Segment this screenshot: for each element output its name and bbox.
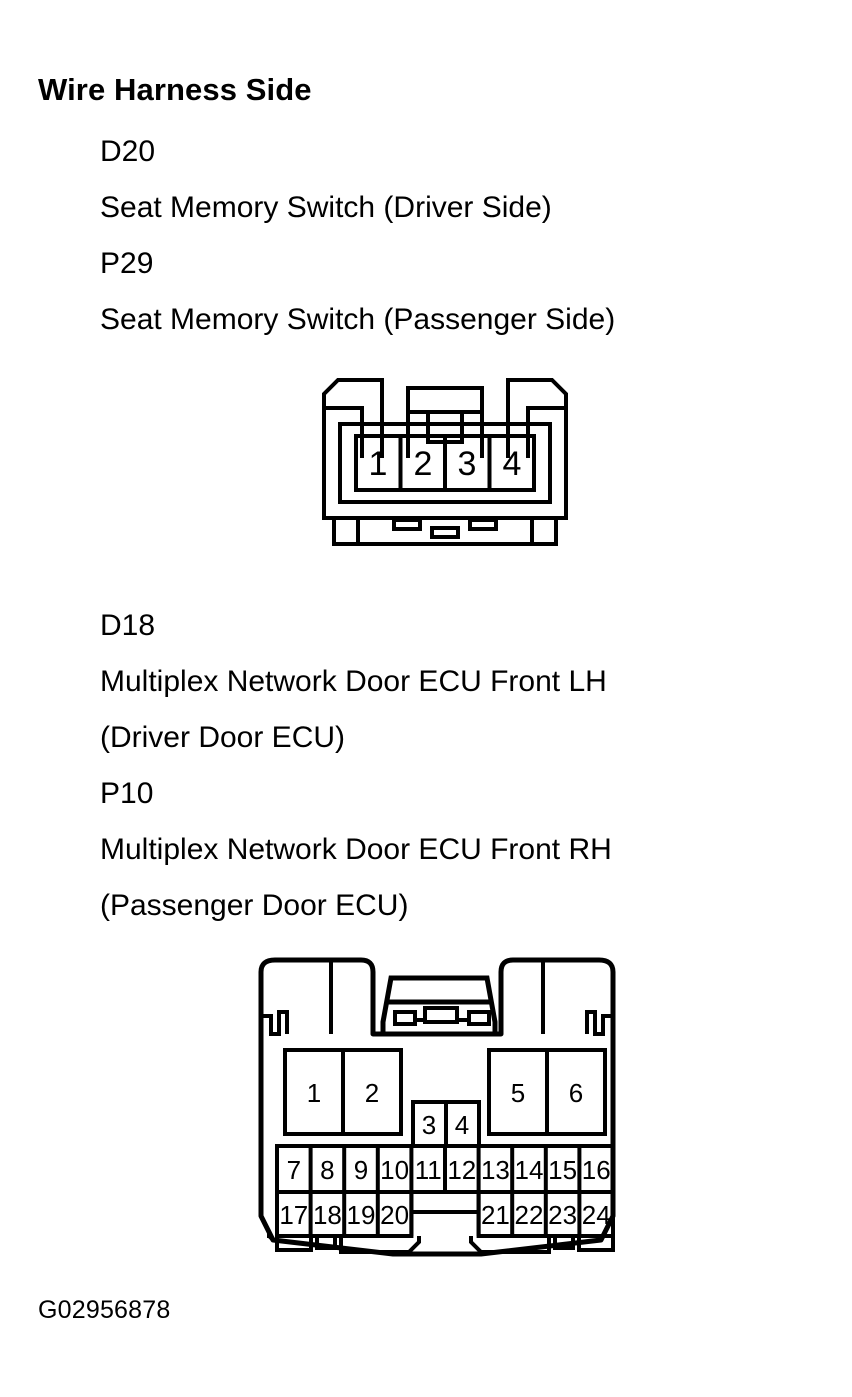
pin-label: 4 (455, 1110, 469, 1140)
text-line: (Passenger Door ECU) (100, 889, 409, 922)
text-line: Multiplex Network Door ECU Front LH (100, 665, 607, 698)
connector-diagram-4-pin: 1 2 3 4 (320, 368, 570, 554)
pin-label: 24 (582, 1200, 611, 1230)
pin-label: 16 (582, 1155, 611, 1185)
pin-label: 10 (380, 1155, 409, 1185)
pin-label: 23 (548, 1200, 577, 1230)
pin-label: 9 (354, 1155, 368, 1185)
pin-label: 11 (415, 1155, 442, 1185)
pin-label: 4 (503, 445, 522, 483)
page-title: Wire Harness Side (38, 72, 312, 107)
connector-diagram-24-pin: 1 2 5 6 3 4 (243, 950, 647, 1282)
text-line: D20 (100, 135, 156, 168)
pin-label: 17 (279, 1200, 308, 1230)
pin-label: 20 (380, 1200, 409, 1230)
pin-label: 3 (422, 1110, 436, 1140)
text-line: P10 (100, 777, 154, 810)
pin-label: 21 (481, 1200, 510, 1230)
text-line: Seat Memory Switch (Passenger Side) (100, 303, 616, 336)
text-line: Multiplex Network Door ECU Front RH (100, 833, 612, 866)
pin-label: 15 (548, 1155, 577, 1185)
pin-label: 5 (511, 1078, 525, 1108)
pin-label: 1 (307, 1078, 321, 1108)
pin-label: 22 (515, 1200, 544, 1230)
text-line: (Driver Door ECU) (100, 721, 346, 754)
pin-label: 19 (347, 1200, 376, 1230)
pin-label: 18 (313, 1200, 342, 1230)
text-line: Seat Memory Switch (Driver Side) (100, 191, 552, 224)
pin-label: 6 (569, 1078, 583, 1108)
pin-label: 7 (287, 1155, 301, 1185)
text-block-seat-memory-switch: D20 Seat Memory Switch (Driver Side) P29… (100, 124, 615, 348)
text-block-door-ecu: D18 Multiplex Network Door ECU Front LH … (100, 598, 612, 934)
pin-label: 12 (447, 1155, 476, 1185)
pin-label: 2 (365, 1078, 379, 1108)
pin-label: 2 (414, 445, 433, 483)
pin-label: 14 (515, 1155, 544, 1185)
figure-id-label: G02956878 (38, 1296, 171, 1324)
text-line: P29 (100, 247, 154, 280)
pin-label: 8 (320, 1155, 334, 1185)
pin-label: 3 (458, 445, 477, 483)
text-line: D18 (100, 609, 156, 642)
pin-label: 13 (481, 1155, 510, 1185)
pin-label: 1 (369, 445, 388, 483)
